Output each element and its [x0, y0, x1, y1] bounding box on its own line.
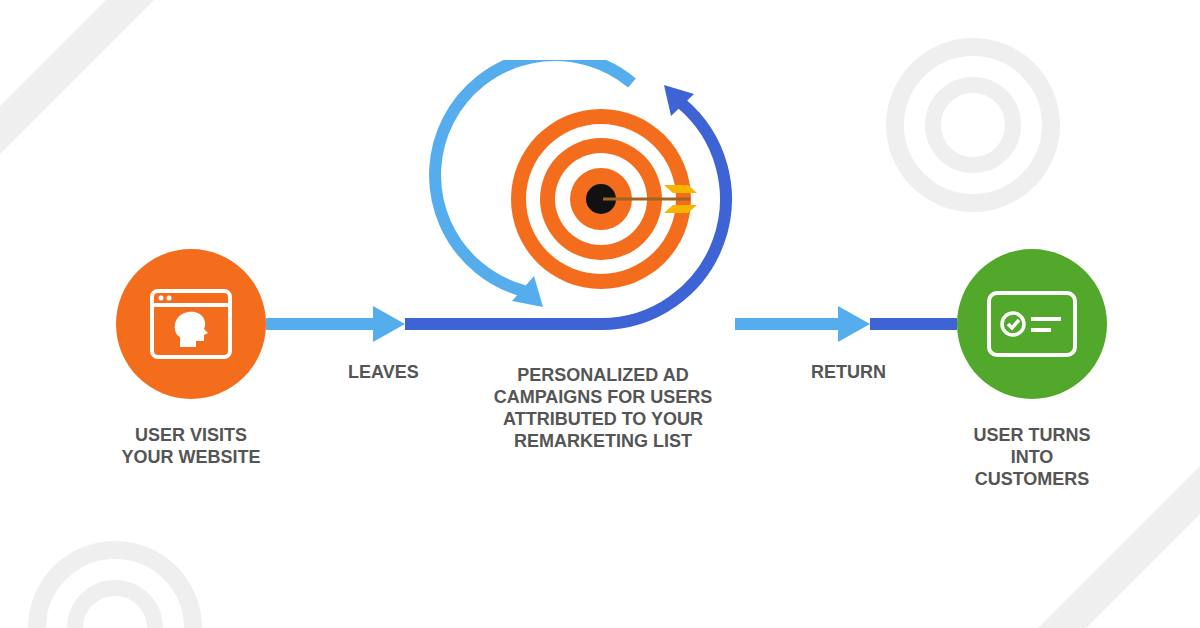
node-circle: [116, 249, 266, 399]
customer-circle: USER TURNS INTO CUSTOMERS: [932, 249, 1132, 490]
node-circle: [957, 249, 1107, 399]
target-illustration: [405, 60, 735, 330]
edge-label: LEAVES: [346, 361, 421, 383]
visit-circle: USER VISITS YOUR WEBSITE: [91, 249, 291, 468]
target-stage: PERSONALIZED AD CAMPAIGNS FOR USERS ATTR…: [405, 60, 735, 452]
node-label: USER VISITS YOUR WEBSITE: [111, 424, 271, 468]
flow-arrow: [735, 306, 957, 342]
decor-target: [37, 47, 1051, 628]
edge-label: RETURN: [809, 361, 888, 383]
node-label: PERSONALIZED AD CAMPAIGNS FOR USERS ATTR…: [478, 364, 728, 452]
node-label: USER TURNS INTO CUSTOMERS: [952, 424, 1112, 490]
flow-arrow: [266, 306, 405, 342]
